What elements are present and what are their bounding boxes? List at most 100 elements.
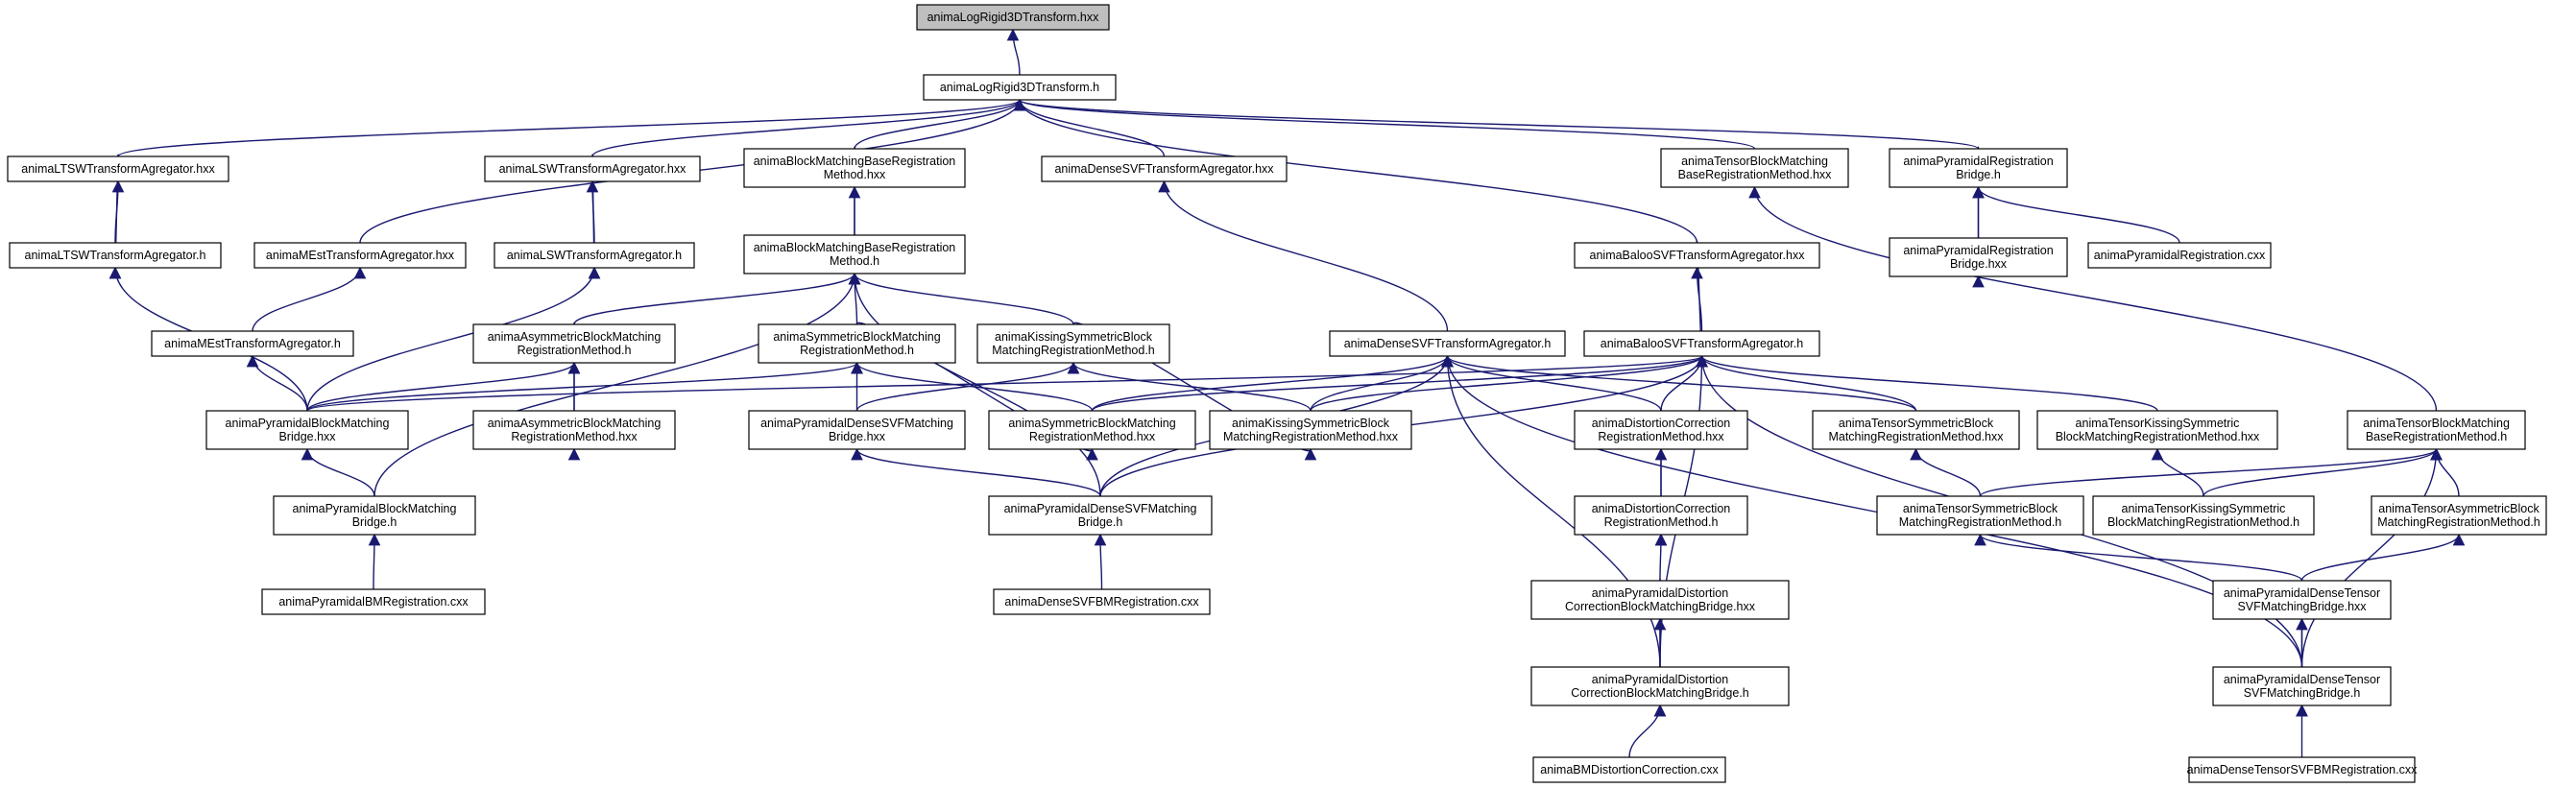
file-node-label: animaLSWTransformAgregator.h [507,249,682,262]
file-node[interactable]: animaAsymmetricBlockMatchingRegistration… [472,323,676,364]
file-node-label: animaTensorBlockMatching [1681,155,1828,168]
file-node[interactable]: animaLogRigid3DTransform.h [923,74,1117,101]
file-node[interactable]: animaSymmetricBlockMatchingRegistrationM… [988,410,1196,450]
edge-n4-to-n1 [854,98,1026,150]
edge-n7-to-n1 [1014,98,1980,150]
file-node-box [1574,410,1748,450]
file-node[interactable]: animaKissingSymmetricBlockMatchingRegist… [976,323,1170,364]
file-node[interactable]: animaTensorKissingSymmetricBlockMatching… [2036,410,2278,450]
file-node-label: Bridge.hxx [278,430,336,443]
file-node-label: animaKissingSymmetricBlock [995,330,1153,344]
file-node-label: Bridge.h [352,515,397,529]
file-node[interactable]: animaTensorAsymmetricBlockMatchingRegist… [2371,495,2547,536]
root-file-node[interactable]: animaLogRigid3DTransform.hxx [916,4,1110,31]
file-node-box [1530,666,1790,706]
edge-n38-to-n32 [1654,533,1668,582]
file-node[interactable]: animaBalooSVFTransformAgregator.h [1583,330,1820,357]
file-node[interactable]: animaBlockMatchingBaseRegistrationMethod… [743,148,966,188]
file-node[interactable]: animaPyramidalDistortionCorrectionBlockM… [1530,580,1790,620]
file-node[interactable]: animaMEstTransformAgregator.h [151,330,354,357]
file-node-box [273,495,476,536]
file-node[interactable]: animaPyramidalBMRegistration.cxx [261,588,486,615]
edge-n18-to-n11 [848,272,1074,325]
file-node[interactable]: animaDenseSVFBMRegistration.cxx [993,588,1211,615]
file-node-box [2347,410,2526,450]
file-node-label: animaTensorBlockMatching [2363,417,2510,430]
file-node-box [1889,237,2068,277]
edge-n22-to-n17 [306,361,863,412]
file-node[interactable]: animaTensorBlockMatchingBaseRegistration… [1660,148,1849,188]
file-node-label: MatchingRegistrationMethod.h [992,344,1155,357]
file-node-box [1574,242,1820,269]
edge-n16-to-n11 [573,272,861,325]
file-node-label: BlockMatchingRegistrationMethod.hxx [2056,430,2260,443]
file-node-box [205,410,409,450]
file-node-label: animaPyramidalRegistration [1903,155,2053,168]
file-node[interactable]: animaDenseTensorSVFBMRegistration.cxx [2187,756,2418,783]
file-node[interactable]: animaPyramidalRegistration.cxx [2087,242,2272,269]
file-node-label: RegistrationMethod.h [800,344,914,357]
file-node-box [9,242,222,269]
file-node-label: SVFMatchingBridge.hxx [2237,600,2367,613]
edge-n33-to-n28 [1910,447,1982,497]
edge-n21-to-n6 [1748,185,2438,412]
edge-n29-to-n20 [1696,354,2158,412]
edge-n3-to-n1 [591,98,1026,157]
edge-n41-to-n21 [2300,447,2443,668]
file-node[interactable]: animaBalooSVFTransformAgregator.hxx [1574,242,1820,269]
file-node-label: MatchingRegistrationMethod.hxx [1828,430,2004,443]
file-node-label: animaBMDistortionCorrection.cxx [1540,763,1719,776]
file-node-label: animaSymmetricBlockMatching [1008,417,1175,430]
file-node[interactable]: animaTensorSymmetricBlockMatchingRegistr… [1876,495,2084,536]
file-node[interactable]: animaPyramidalDenseTensorSVFMatchingBrid… [2212,580,2392,620]
file-node-box [916,4,1110,31]
file-node[interactable]: animaDenseSVFTransformAgregator.h [1329,330,1566,357]
file-node[interactable]: animaPyramidalDistortionCorrectionBlockM… [1530,666,1790,706]
file-node[interactable]: animaLTSWTransformAgregator.hxx [7,155,229,182]
file-node-box [1583,330,1820,357]
file-node[interactable]: animaAsymmetricBlockMatchingRegistration… [472,410,676,450]
file-node[interactable]: animaLSWTransformAgregator.h [494,242,695,269]
file-node[interactable]: animaDistortionCorrectionRegistrationMet… [1574,495,1748,536]
edge-n1-to-n0 [1006,28,1021,76]
edge-n35-to-n21 [2430,447,2460,497]
file-node-label: Method.hxx [824,168,886,181]
file-node[interactable]: animaDenseSVFTransformAgregator.hxx [1041,155,1288,182]
edge-n27-to-n19 [1441,354,1662,412]
file-node[interactable]: animaSymmetricBlockMatchingRegistrationM… [758,323,956,364]
file-node-label: animaLTSWTransformAgregator.h [25,249,206,262]
file-node-label: animaPyramidalRegistration [1903,244,2053,257]
file-node[interactable]: animaBMDistortionCorrection.cxx [1532,756,1726,783]
file-node[interactable]: animaLTSWTransformAgregator.h [9,242,222,269]
edge-n22-to-n10 [306,266,601,412]
file-node[interactable]: animaTensorKissingSymmetricBlockMatching… [2092,495,2315,536]
file-node[interactable]: animaMEstTransformAgregator.hxx [253,242,467,269]
file-node-label: animaMEstTransformAgregator.h [164,337,341,350]
file-node-box [253,242,467,269]
dependency-edges [108,28,2466,758]
file-node-box [758,323,956,364]
edge-n6-to-n1 [1014,98,1756,150]
edge-n34-to-n29 [2151,447,2204,497]
file-node[interactable]: animaTensorBlockMatchingBaseRegistration… [2347,410,2526,450]
file-node[interactable]: animaLSWTransformAgregator.hxx [484,155,701,182]
edge-n28-to-n20 [1696,354,1917,412]
file-node[interactable]: animaDistortionCorrectionRegistrationMet… [1574,410,1748,450]
file-node-box [1530,580,1790,620]
edge-n26-to-n20 [1310,354,1708,412]
file-node[interactable]: animaKissingSymmetricBlockMatchingRegist… [1209,410,1412,450]
file-node-label: animaAsymmetricBlockMatching [488,330,662,344]
file-node[interactable]: animaBlockMatchingBaseRegistrationMethod… [743,234,966,275]
edge-n34-to-n21 [2203,447,2443,497]
file-node[interactable]: animaTensorSymmetricBlockMatchingRegistr… [1812,410,2020,450]
file-node-box [2188,756,2416,783]
file-node-box [261,588,486,615]
file-node[interactable]: animaPyramidalDenseTensorSVFMatchingBrid… [2212,666,2392,706]
file-nodes: animaLogRigid3DTransform.hxx animaLogRigi… [7,4,2547,783]
